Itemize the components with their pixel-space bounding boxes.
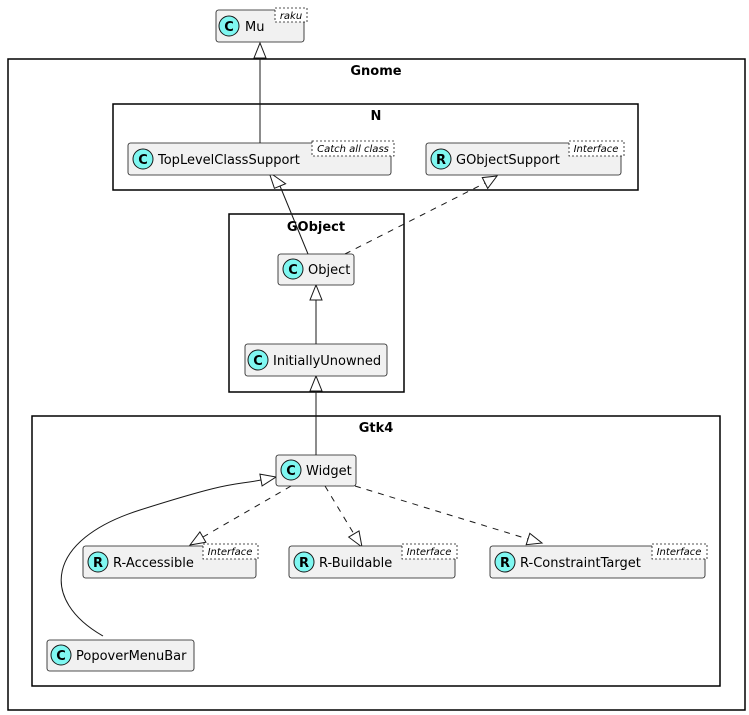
package-title-gtk4: Gtk4 [359,421,394,436]
relation-widget-implements-rconstrainttarget [354,485,544,546]
relation-toplevel-extends-mu [253,41,267,143]
relation-object-extends-toplevel [268,170,309,255]
class-badge-icon [87,551,109,573]
badge-letter: C [286,464,296,479]
relation-widget-implements-rbuildable [324,485,363,549]
badge-letter: C [224,20,234,35]
class-badge-icon [247,349,269,371]
badge-letter: R [299,556,309,571]
relation-widget-extends-initiallyunowned [309,374,323,455]
class-popovermenubar[interactable]: C PopoverMenuBar [46,639,195,672]
class-stereotype: Interface [208,547,253,558]
class-name: Mu [245,20,264,35]
class-r-constrainttarget[interactable]: R R-ConstraintTarget Interface [489,543,708,579]
class-name: Object [308,263,350,278]
class-initiallyunowned[interactable]: C InitiallyUnowned [244,343,388,377]
package-title-n: N [371,109,382,124]
class-name: PopoverMenuBar [76,649,187,664]
class-name: R-Buildable [319,556,392,571]
class-name: TopLevelClassSupport [157,153,300,168]
package-title-gnome: Gnome [350,64,401,79]
class-badge-icon [50,644,72,666]
class-badge-icon [430,148,452,170]
package-title-gobject: GObject [287,220,345,235]
badge-letter: R [500,556,510,571]
class-badge-icon [282,258,304,280]
class-stereotype: Catch all class [317,144,389,155]
class-object[interactable]: C Object [277,253,355,286]
relation-popovermenubar-extends-widget [60,473,278,637]
badge-letter: C [56,649,66,664]
class-widget[interactable]: C Widget [275,454,357,487]
class-badge-icon [293,551,315,573]
class-badge-icon [280,459,302,481]
class-r-buildable[interactable]: R R-Buildable Interface [288,543,458,579]
class-name: GObjectSupport [456,153,560,168]
class-stereotype: Interface [657,547,702,558]
class-name: InitiallyUnowned [273,354,381,369]
class-name: R-Accessible [113,556,194,571]
class-toplevelclasssupport[interactable]: C TopLevelClassSupport Catch all class [127,140,395,176]
class-stereotype: raku [280,11,302,22]
class-badge-icon [132,148,154,170]
class-name: R-ConstraintTarget [520,556,641,571]
relationships [60,41,544,637]
badge-letter: R [436,153,446,168]
class-name: Widget [306,464,352,479]
badge-letter: C [253,354,263,369]
badge-letter: R [93,556,103,571]
badge-letter: C [288,263,298,278]
class-gobjectsupport[interactable]: R GObjectSupport Interface [425,140,625,176]
relation-widget-implements-raccessible [188,485,292,546]
class-mu[interactable]: C Mu raku [215,7,308,43]
relation-object-implements-gobjectsupport [344,175,499,255]
class-badge-icon [494,551,516,573]
class-badge-icon [218,15,240,37]
class-stereotype: Interface [407,547,452,558]
class-r-accessible[interactable]: R R-Accessible Interface [82,543,259,579]
relation-initiallyunowned-extends-object [309,283,323,344]
badge-letter: C [138,153,148,168]
class-stereotype: Interface [574,144,619,155]
